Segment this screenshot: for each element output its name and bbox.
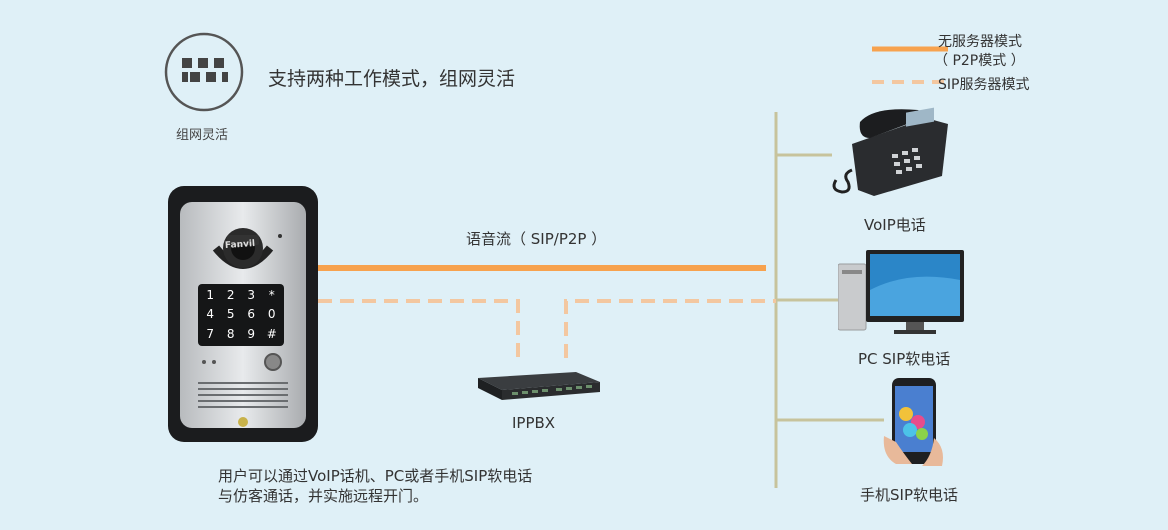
key-9[interactable]: 9: [247, 326, 256, 341]
key-7[interactable]: 7: [206, 326, 215, 341]
description-line-1: 用户可以通过VoIP话机、PC或者手机SIP软电话: [218, 467, 533, 485]
legend-solid-label-1: 无服务器模式: [938, 34, 1022, 50]
key-2[interactable]: 2: [226, 288, 235, 302]
key-4[interactable]: 4: [206, 307, 215, 322]
icon-label: 组网灵活: [176, 128, 229, 143]
device-label-pc: PC SIP软电话: [858, 350, 951, 368]
key-8[interactable]: 8: [226, 326, 235, 341]
key-hash[interactable]: #: [266, 326, 277, 341]
device-label-voip: VoIP电话: [864, 216, 926, 234]
smartphone-icon: [882, 376, 952, 470]
key-star[interactable]: *: [268, 288, 275, 302]
feature-title: 支持两种工作模式，组网灵活: [268, 68, 516, 90]
key-1[interactable]: 1: [206, 288, 215, 302]
key-6[interactable]: 6: [247, 307, 256, 322]
legend: 无服务器模式 （ P2P模式 ） SIP服务器模式: [872, 30, 1072, 100]
key-3[interactable]: 3: [247, 288, 256, 302]
computer-icon: [837, 250, 966, 334]
brand-logo: Fanvil: [224, 238, 256, 252]
description: 用户可以通过VoIP话机、PC或者手机SIP软电话 与仿客通话，并实施远程开门。: [218, 466, 532, 506]
legend-solid-label-2: （ P2P模式 ）: [934, 53, 1025, 69]
legend-dashed-label: SIP服务器模式: [938, 77, 1030, 93]
key-0[interactable]: 0: [267, 307, 276, 322]
key-5[interactable]: 5: [226, 307, 235, 322]
desk-phone-icon: [830, 104, 950, 200]
stream-label: 语音流（ SIP/P2P ）: [466, 230, 607, 248]
door-intercom: Fanvil 1 2 3 * 4 5 6 0 7 8 9 #: [168, 186, 318, 442]
device-label-mobile: 手机SIP软电话: [860, 486, 958, 504]
legend-lines: [872, 46, 948, 84]
ippbx-label: IPPBX: [512, 414, 556, 432]
network-icon: [164, 32, 244, 112]
sip-line-right: [564, 299, 776, 358]
keypad[interactable]: 1 2 3 * 4 5 6 0 7 8 9 #: [200, 286, 282, 344]
sip-line-left: [318, 299, 520, 358]
description-line-2: 与仿客通话，并实施远程开门。: [218, 487, 429, 505]
ippbx-device: [472, 366, 602, 406]
